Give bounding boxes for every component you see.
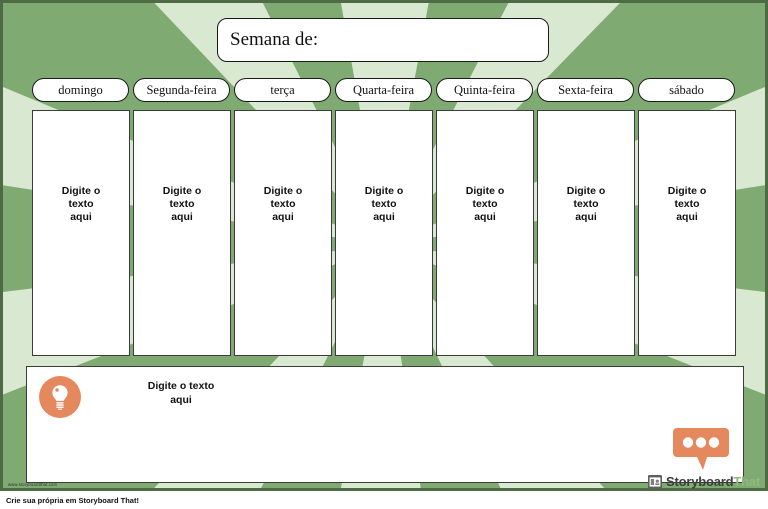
day-chip-sunday[interactable]: domingo	[32, 78, 129, 102]
day-column-tuesday[interactable]: Digite o texto aqui	[234, 110, 332, 356]
day-label: terça	[270, 82, 295, 97]
day-column-wednesday[interactable]: Digite o texto aqui	[335, 110, 433, 356]
notes-panel[interactable]: Digite o texto aqui	[26, 366, 744, 483]
week-of-field[interactable]: Semana de:	[217, 18, 549, 62]
attribution-text: Crie sua própria em Storyboard That!	[6, 496, 139, 505]
day-column-text: Digite o texto aqui	[566, 185, 606, 223]
storyboardthat-logo: StoryboardThat	[648, 474, 760, 489]
day-column-sunday[interactable]: Digite o texto aqui	[32, 110, 130, 356]
day-label: sábado	[669, 82, 704, 97]
storyboard-logo-icon	[648, 474, 662, 489]
week-of-label: Semana de:	[230, 29, 319, 50]
day-column-text: Digite o texto aqui	[61, 185, 101, 223]
day-column-text: Digite o texto aqui	[667, 185, 707, 223]
speech-bubble-icon	[673, 428, 729, 470]
day-label: domingo	[58, 82, 103, 97]
day-column-text: Digite o texto aqui	[162, 185, 202, 223]
day-column-monday[interactable]: Digite o texto aqui	[133, 110, 231, 356]
site-url: www.storyboardthat.com	[8, 482, 58, 487]
day-column-saturday[interactable]: Digite o texto aqui	[638, 110, 736, 356]
day-chip-friday[interactable]: Sexta-feira	[537, 78, 634, 102]
day-column-thursday[interactable]: Digite o texto aqui	[436, 110, 534, 356]
day-label: Quarta-feira	[352, 82, 415, 97]
day-chip-saturday[interactable]: sábado	[638, 78, 735, 102]
day-chip-tuesday[interactable]: terça	[234, 78, 331, 102]
day-chip-thursday[interactable]: Quinta-feira	[436, 78, 533, 102]
notes-text: Digite o texto aqui	[147, 380, 215, 406]
day-column-text: Digite o texto aqui	[364, 185, 404, 223]
lightbulb-icon	[52, 385, 68, 410]
day-column-text: Digite o texto aqui	[263, 185, 303, 223]
logo-word-accent: That	[733, 474, 760, 489]
day-column-text: Digite o texto aqui	[465, 185, 505, 223]
day-label: Quinta-feira	[453, 82, 516, 97]
logo-word-primary: Storyboard	[666, 474, 734, 489]
lightbulb-badge	[39, 376, 81, 418]
day-column-friday[interactable]: Digite o texto aqui	[537, 110, 635, 356]
day-label: Sexta-feira	[558, 82, 613, 97]
day-chip-monday[interactable]: Segunda-feira	[133, 78, 230, 102]
day-label: Segunda-feira	[146, 82, 217, 97]
logo-wordmark: StoryboardThat	[666, 474, 760, 489]
day-chip-wednesday[interactable]: Quarta-feira	[335, 78, 432, 102]
